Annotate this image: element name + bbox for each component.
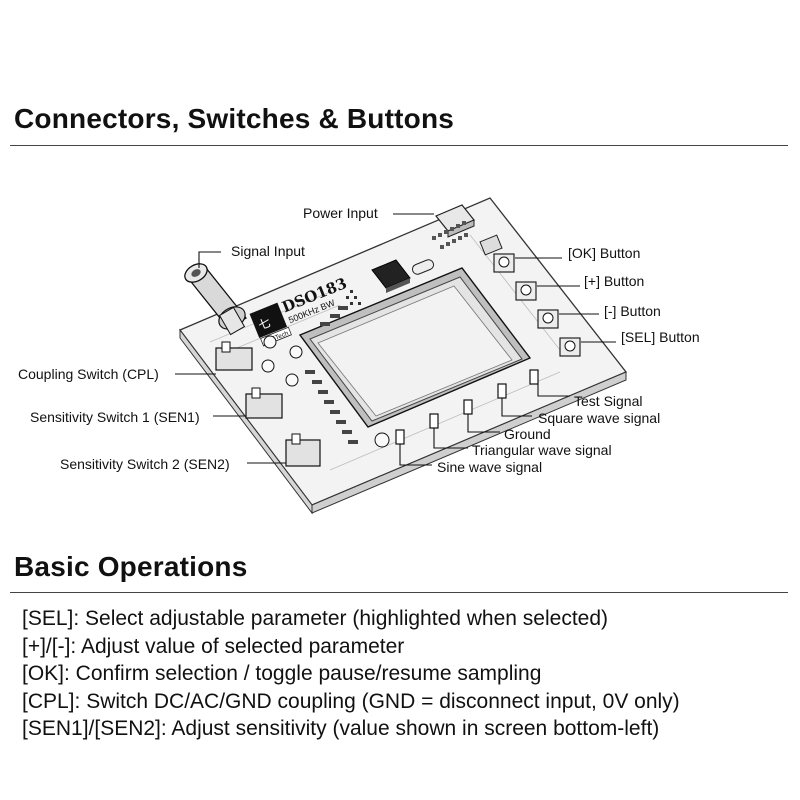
crystal — [411, 259, 435, 275]
test-pins — [395, 369, 539, 445]
bnc-signal-connector — [184, 263, 247, 336]
callout-triangular-wave: Triangular wave signal — [472, 442, 612, 458]
operation-item: [SEL]: Select adjustable parameter (high… — [22, 607, 609, 630]
callout-test-signal: Test Signal — [574, 393, 643, 409]
button-ok-graphic — [493, 253, 515, 273]
callout-coupling-switch: Coupling Switch (CPL) — [18, 366, 159, 382]
callout-ground: Ground — [504, 426, 551, 442]
svg-text:七: 七 — [256, 315, 272, 332]
callout-sensitivity-switch-1: Sensitivity Switch 1 (SEN1) — [30, 409, 200, 425]
button-minus-graphic — [537, 309, 559, 329]
lcd-screen — [298, 267, 532, 428]
section-title-operations: Basic Operations — [14, 551, 248, 582]
section-title-connectors: Connectors, Switches & Buttons — [14, 103, 455, 134]
callout-square-wave: Square wave signal — [538, 410, 661, 426]
callout-ok-button: [OK] Button — [568, 245, 641, 261]
switch-cpl-graphic — [215, 341, 253, 371]
operation-item: [+]/[-]: Adjust value of selected parame… — [22, 634, 405, 658]
button-sel-graphic — [559, 337, 581, 357]
operation-item: [CPL]: Switch DC/AC/GND coupling (GND = … — [22, 689, 680, 713]
callout-plus-button: [+] Button — [584, 273, 645, 289]
divider-connectors — [10, 145, 788, 146]
callout-sine-wave: Sine wave signal — [437, 459, 543, 475]
operation-item: [SEN1]/[SEN2]: Adjust sensitivity (value… — [22, 717, 660, 740]
operation-item: [OK]: Confirm selection / toggle pause/r… — [22, 662, 542, 685]
callout-sensitivity-switch-2: Sensitivity Switch 2 (SEN2) — [60, 456, 230, 472]
switch-sen1-graphic — [245, 387, 283, 419]
mcu-chip — [371, 259, 411, 293]
button-plus-graphic — [515, 281, 537, 301]
switch-sen2-graphic — [285, 433, 321, 467]
callout-sel-button: [SEL] Button — [621, 329, 700, 345]
callout-signal-input: Signal Input — [231, 243, 305, 259]
operations-list: [SEL]: Select adjustable parameter (high… — [22, 605, 680, 743]
callout-minus-button: [-] Button — [604, 303, 661, 319]
callout-power-input: Power Input — [303, 205, 378, 221]
divider-operations — [10, 592, 788, 593]
